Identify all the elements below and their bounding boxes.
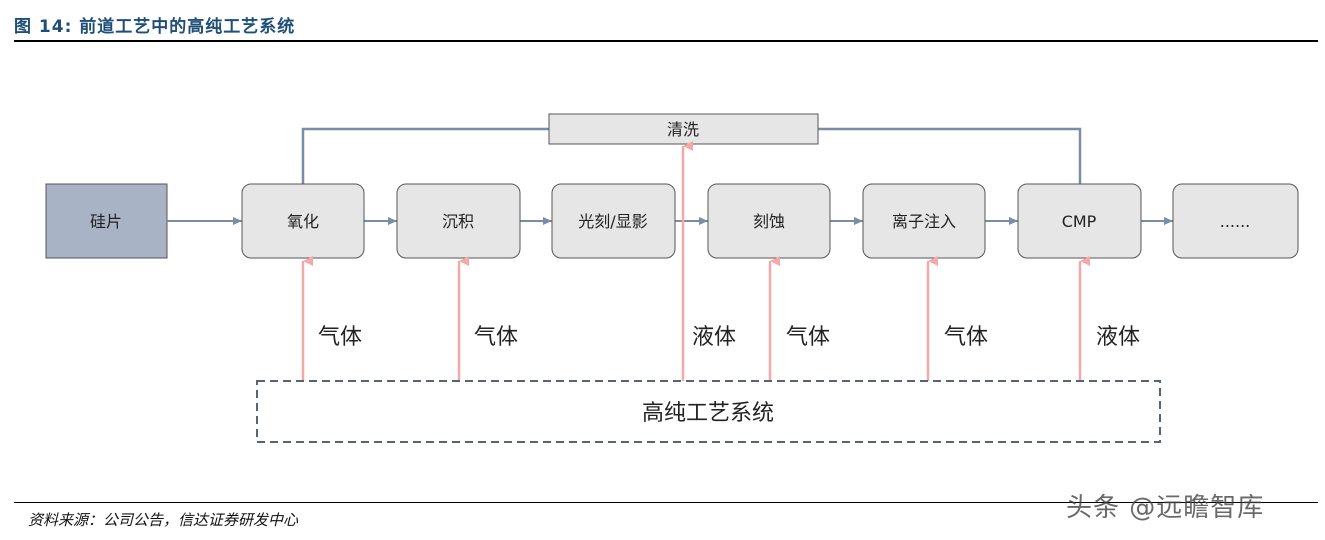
step-label: 沉积 xyxy=(442,212,474,231)
step-label: 氧化 xyxy=(287,212,319,231)
cleaning-loop-line xyxy=(301,127,549,184)
step-label: ...... xyxy=(1220,212,1251,231)
wafer-label: 硅片 xyxy=(90,212,122,231)
step-label: 刻蚀 xyxy=(753,212,785,231)
step-oxidation: 氧化 xyxy=(241,183,365,259)
wafer-box xyxy=(45,183,168,259)
step-label: 离子注入 xyxy=(892,212,956,231)
supply-label-liquid: 液体 xyxy=(1096,325,1140,350)
step-cmp: CMP xyxy=(1017,183,1142,259)
supply-label-gas: 气体 xyxy=(944,325,988,350)
step-label: CMP xyxy=(1062,212,1097,231)
supply-label-gas: 气体 xyxy=(318,325,362,350)
high-purity-system-label: 高纯工艺系统 xyxy=(642,401,774,426)
step-more: ...... xyxy=(1172,183,1299,259)
step-etching: 刻蚀 xyxy=(707,183,831,259)
footer-rule xyxy=(14,502,1318,503)
supply-label-gas: 气体 xyxy=(786,325,830,350)
step-lithography: 光刻/显影 xyxy=(551,183,676,259)
figure-title: 图 14: 前道工艺中的高纯工艺系统 xyxy=(14,17,296,37)
cleaning-return-line xyxy=(818,127,1082,184)
step-label: 光刻/显影 xyxy=(578,212,647,231)
supply-label-gas: 气体 xyxy=(474,325,518,350)
step-deposition: 沉积 xyxy=(396,183,521,259)
source-note: 资料来源：公司公告，信达证券研发中心 xyxy=(28,511,299,529)
watermark: 头条 @远瞻智库 xyxy=(1066,493,1265,523)
process-diagram: 清洗 硅片 氧化 沉积 光刻/显影 刻蚀 离子注入 CMP ...... xyxy=(45,113,1299,443)
step-ion-implantation: 离子注入 xyxy=(862,183,986,259)
supply-label-liquid: 液体 xyxy=(692,325,736,350)
cleaning-box xyxy=(548,113,819,145)
title-rule xyxy=(14,40,1318,42)
cleaning-label: 清洗 xyxy=(667,120,699,139)
